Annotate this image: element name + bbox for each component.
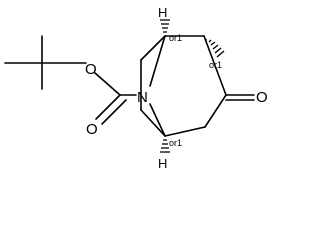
stereo-label-c5: or1 (169, 138, 182, 148)
bond-n-c5 (149, 103, 166, 137)
atom-label-h-top: H (158, 5, 167, 20)
hashed-wedge-methyl (205, 39, 225, 58)
atom-label-o-ester: O (85, 61, 97, 78)
bond-c1-c7 (140, 35, 166, 61)
atom-label-h-bottom: H (158, 156, 167, 171)
hashed-wedge-h-bottom (160, 139, 170, 153)
atom-label-n: N (137, 89, 148, 106)
stereo-label-c2: or1 (209, 60, 222, 70)
stereo-label-c1: or1 (169, 33, 182, 43)
bond-c4-c5 (164, 126, 206, 137)
bond-carbonyl-double-b (101, 99, 127, 125)
hashed-wedge-h-top (160, 19, 170, 33)
bond-n-c1 (149, 35, 166, 87)
bond-o-carbonyl-c (94, 72, 121, 96)
atom-label-o-carbamate: O (86, 121, 98, 138)
bond-c3-c4 (204, 94, 227, 128)
bond-carbonyl-double-a (95, 94, 121, 120)
bond-c2-c3 (203, 35, 227, 96)
bond-c6-c5 (140, 109, 166, 137)
atom-label-o-ketone: O (256, 89, 268, 106)
molecule-structure: O O N O H H or1 or1 or1 (4, 5, 268, 171)
